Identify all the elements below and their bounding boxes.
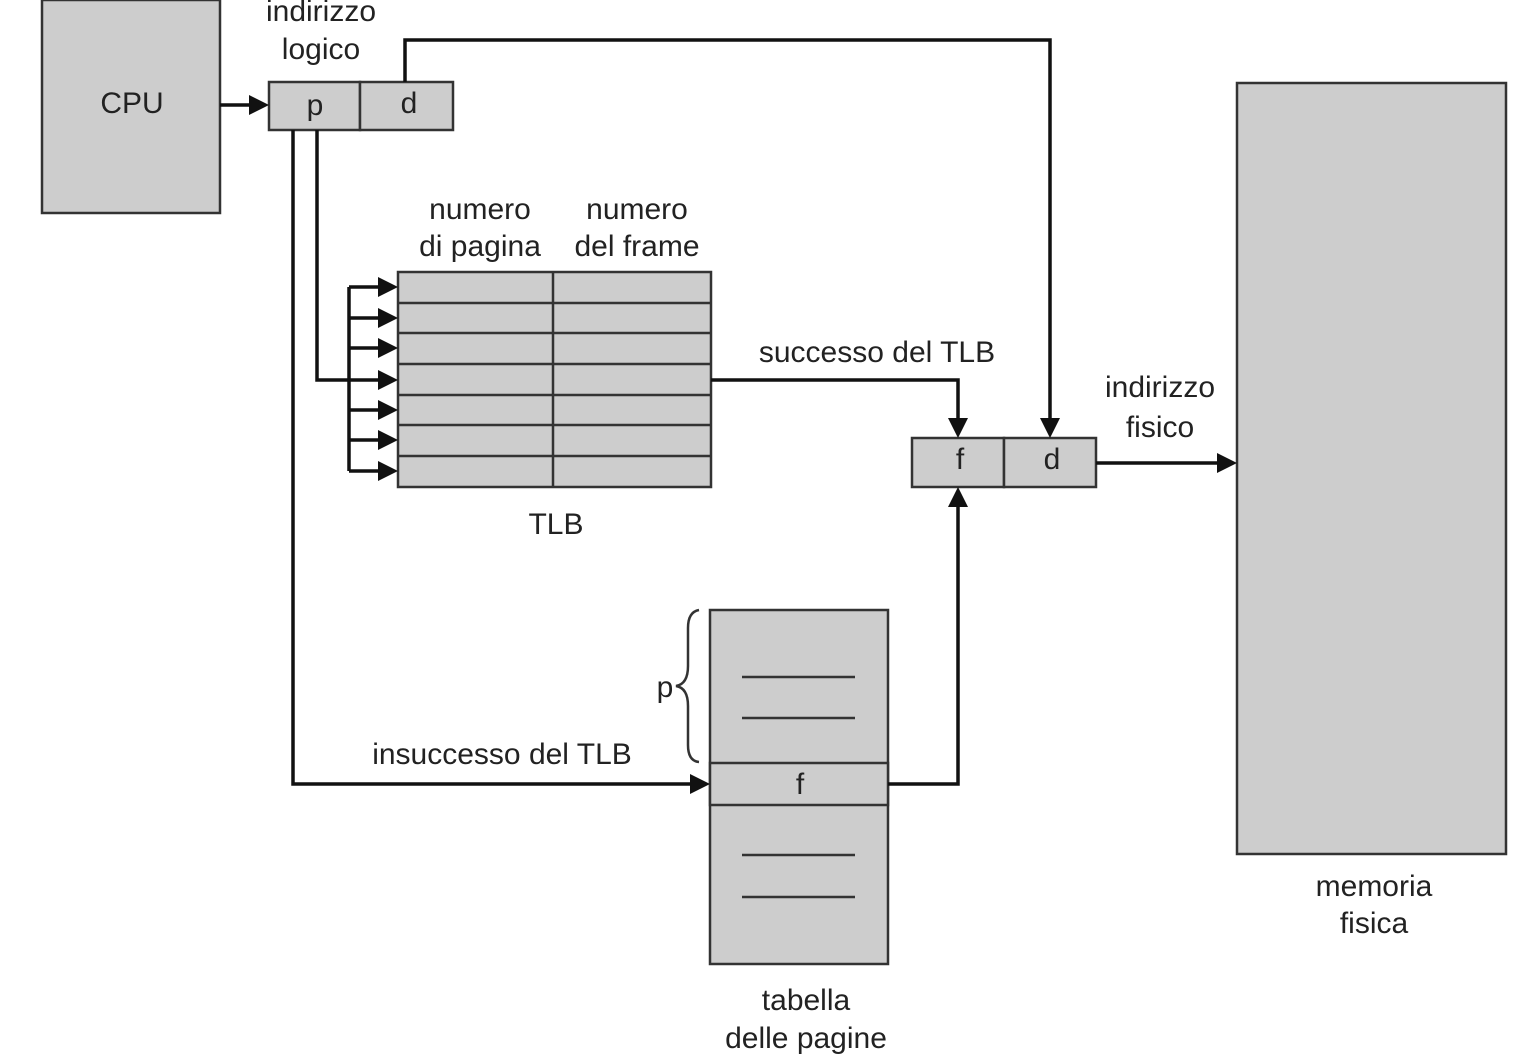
tlb-hit-label: successo del TLB <box>759 336 995 369</box>
physical-address-caption-line2: fisico <box>1126 411 1194 444</box>
tlb-table-body <box>396 270 713 489</box>
arrowhead-icon <box>1040 418 1060 438</box>
tlb-col-page-line1: numero <box>429 193 531 226</box>
physical-memory-box <box>1235 81 1508 856</box>
cpu-label: CPU <box>100 87 163 120</box>
cpu-block: CPU <box>40 0 222 215</box>
tlb-hit-wire <box>711 378 960 420</box>
arrowhead-icon <box>1217 453 1237 473</box>
arrowhead-icon <box>690 774 710 794</box>
physical-memory-caption-line1: memoria <box>1316 870 1433 903</box>
arrowhead-icon <box>378 277 398 297</box>
logical-address-caption-line2: logico <box>282 33 360 66</box>
arrowhead-icon <box>378 400 398 420</box>
connectors <box>220 38 1237 794</box>
logical-offset-field <box>358 80 455 132</box>
arrowhead-icon <box>378 338 398 358</box>
arrowhead-icon <box>378 370 398 390</box>
arrowhead-icon <box>378 308 398 328</box>
tlb-caption: TLB <box>528 508 583 541</box>
page-table-caption-line2: delle pagine <box>725 1022 887 1054</box>
arrowhead-icon <box>378 430 398 450</box>
logical-offset-label: d <box>401 87 418 120</box>
page-table-index-label: p <box>657 671 674 704</box>
page-table: f p tabella delle pagine <box>657 608 890 1054</box>
physical-memory: memoria fisica <box>1235 81 1508 940</box>
page-table-to-frame-wire <box>888 506 960 786</box>
page-table-entry-label: f <box>796 768 805 801</box>
physical-offset-label: d <box>1044 443 1061 476</box>
arrowhead-icon <box>249 95 269 115</box>
tlb-search-arrows <box>349 277 398 481</box>
physical-memory-caption-line2: fisica <box>1340 907 1409 940</box>
cpu-box <box>40 0 222 215</box>
tlb-col-frame-line2: del frame <box>574 230 699 263</box>
tlb-table <box>396 270 713 489</box>
logical-page-label: p <box>307 89 324 122</box>
tlb-miss-wire <box>291 130 692 786</box>
arrowhead-icon <box>948 418 968 438</box>
tlb: numero di pagina numero del frame TLB <box>396 193 713 541</box>
tlb-miss-label: insuccesso del TLB <box>372 738 632 771</box>
arrowhead-icon <box>378 461 398 481</box>
tlb-col-frame-line1: numero <box>586 193 688 226</box>
logical-address-caption-line1: indirizzo <box>266 0 376 28</box>
page-table-brace <box>675 608 700 764</box>
offset-passthrough-wire <box>403 38 1052 420</box>
page-table-caption-line1: tabella <box>762 984 851 1017</box>
physical-address-caption-line1: indirizzo <box>1105 371 1215 404</box>
tlb-col-page-line2: di pagina <box>419 230 541 263</box>
arrowhead-icon <box>948 487 968 507</box>
logical-page-field <box>267 80 362 132</box>
logical-address: indirizzo logico p d <box>266 0 455 132</box>
page-to-tlb-wire <box>315 130 349 382</box>
physical-frame-label: f <box>956 443 965 476</box>
